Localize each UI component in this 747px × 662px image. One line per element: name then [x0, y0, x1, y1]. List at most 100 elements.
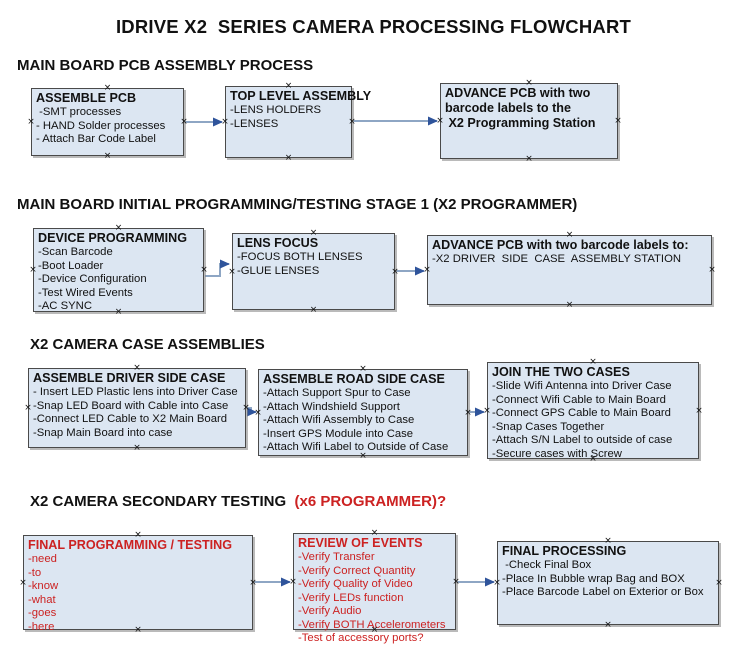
- flow-box-title: ADVANCE PCB with two barcode labels to t…: [445, 86, 596, 131]
- flow-box-items: -SMT processes- HAND Solder processes- A…: [36, 106, 180, 147]
- flow-box-item: -Slide Wifi Antenna into Driver Case: [492, 380, 672, 393]
- connector-anchor-icon: ×: [284, 81, 293, 91]
- connector-anchor-icon: ×: [436, 116, 444, 126]
- flow-box-item: -Verify Audio: [298, 605, 362, 618]
- flow-box-item: -to: [28, 566, 42, 579]
- connector-anchor-icon: ×: [200, 265, 208, 275]
- connector-anchor-icon: ×: [423, 265, 431, 275]
- flow-box-title: FINAL PROCESSING: [502, 544, 627, 558]
- connector-anchor-icon: ×: [242, 403, 250, 413]
- flow-box-item: -Connect Wifi Cable to Main Board: [492, 393, 666, 406]
- connector-anchor-icon: ×: [708, 265, 716, 275]
- flow-box-item: -Snap LED Board with Cable into Case: [33, 399, 229, 412]
- flow-box-item: -FOCUS BOTH LENSES: [237, 251, 363, 264]
- connector-anchor-icon: ×: [103, 151, 112, 161]
- connector-anchor-icon: ×: [483, 405, 491, 416]
- flow-box-item: -Connect GPS Cable to Main Board: [492, 407, 671, 420]
- flow-box-item: -Attach Windshield Support: [263, 400, 400, 413]
- connector-anchor-icon: ×: [614, 116, 622, 126]
- flow-box-items: -Slide Wifi Antenna into Driver Case-Con…: [492, 380, 695, 461]
- flow-box-item: -Attach Wifi Label to Outside of Case: [263, 441, 449, 454]
- connector-anchor-icon: ×: [114, 223, 123, 233]
- flow-box-item: -Insert GPS Module into Case: [263, 427, 414, 440]
- flow-box-final-programming-testing: FINAL PROGRAMMING / TESTING -need-to-kno…: [19, 531, 257, 635]
- flow-box-items: - Insert LED Plastic lens into Driver Ca…: [33, 386, 242, 440]
- flow-box-title: FINAL PROGRAMMING / TESTING: [28, 538, 233, 552]
- connector-anchor-icon: ×: [604, 620, 612, 630]
- flow-box-item: - Insert LED Plastic lens into Driver Ca…: [33, 386, 238, 399]
- flow-box-item: -Verify Transfer: [298, 551, 375, 564]
- section-heading-red-part: (x6 PROGRAMMER)?: [286, 493, 447, 510]
- connector-anchor-icon: ×: [695, 405, 703, 416]
- flow-box-items: -need-to-know-what-goes-here: [28, 553, 249, 634]
- connector-anchor-icon: ×: [464, 407, 472, 418]
- flow-box-item: -Test Wired Events: [38, 286, 133, 299]
- flow-box-items: -X2 DRIVER SIDE CASE ASSEMBLY STATION: [432, 253, 708, 267]
- connector-anchor-icon: ×: [228, 266, 236, 277]
- connector-anchor-icon: ×: [221, 117, 229, 127]
- connector-anchor-icon: ×: [452, 576, 460, 587]
- connector-anchor-icon: ×: [589, 454, 597, 464]
- flow-box-item: -here: [28, 620, 55, 633]
- flow-box-item: -Device Configuration: [38, 273, 147, 286]
- flow-box-items: -Attach Support Spur to Case-Attach Wind…: [263, 387, 464, 455]
- flow-box-items: -LENS HOLDERS-LENSES: [230, 104, 348, 131]
- section-heading-secondary-testing: X2 CAMERA SECONDARY TESTING (x6 PROGRAMM…: [30, 493, 446, 510]
- flow-box-item: -Attach Support Spur to Case: [263, 387, 411, 400]
- flow-box-item: -Connect LED Cable to X2 Main Board: [33, 413, 228, 426]
- flow-box-item: -LENSES: [230, 117, 279, 130]
- flow-box-item: -Place Barcode Label on Exterior or Box: [502, 586, 704, 599]
- connector-anchor-icon: ×: [284, 153, 293, 163]
- flow-box-item: -SMT processes: [36, 106, 122, 119]
- flow-box-item: -LENS HOLDERS: [230, 104, 322, 117]
- flow-box-item: -Secure cases with Screw: [492, 447, 622, 460]
- flow-box-assemble-pcb: ASSEMBLE PCB -SMT processes- HAND Solder…: [27, 84, 188, 161]
- flow-box-item: -GLUE LENSES: [237, 264, 320, 277]
- flow-box-title: DEVICE PROGRAMMING: [38, 231, 188, 245]
- flow-box-item: -X2 DRIVER SIDE CASE ASSEMBLY STATION: [432, 253, 682, 266]
- connector-anchor-icon: ×: [525, 154, 533, 164]
- flow-box-device-programming: DEVICE PROGRAMMING -Scan Barcode-Boot Lo…: [29, 224, 208, 317]
- flow-box-title: JOIN THE TWO CASES: [492, 365, 630, 379]
- connector-anchor-icon: ×: [604, 536, 612, 546]
- flow-box-join-the-two-cases: JOIN THE TWO CASES -Slide Wifi Antenna i…: [483, 358, 703, 464]
- connector-anchor-icon: ×: [180, 117, 188, 127]
- flow-box-item: -Test of accessory ports?: [298, 632, 424, 645]
- connector-anchor-icon: ×: [370, 528, 379, 538]
- connector-anchor-icon: ×: [114, 307, 123, 317]
- flow-box-title: ASSEMBLE PCB: [36, 91, 137, 105]
- flow-box-item: -what: [28, 593, 56, 606]
- flow-box-item: -Verify Correct Quantity: [298, 564, 416, 577]
- connector-anchor-icon: ×: [715, 578, 723, 588]
- connector-anchor-icon: ×: [103, 83, 112, 93]
- flow-box-assemble-driver-side-case: ASSEMBLE DRIVER SIDE CASE - Insert LED P…: [24, 364, 250, 453]
- connector-anchor-icon: ×: [309, 228, 318, 238]
- section-heading-initial-programming: MAIN BOARD INITIAL PROGRAMMING/TESTING S…: [17, 196, 578, 213]
- flow-box-items: -FOCUS BOTH LENSES-GLUE LENSES: [237, 251, 391, 278]
- flow-box-top-level-assembly: TOP LEVEL ASSEMBLY -LENS HOLDERS-LENSES …: [221, 82, 371, 163]
- flow-box-items: -Scan Barcode-Boot Loader-Device Configu…: [38, 246, 200, 314]
- flow-box-item: -Snap Cases Together: [492, 420, 605, 433]
- flow-box-advance-pcb-driver-side-station: ADVANCE PCB with two barcode labels to: …: [423, 231, 716, 310]
- connector-anchor-icon: ×: [359, 451, 367, 461]
- flow-box-item: -Attach S/N Label to outside of case: [492, 434, 673, 447]
- connector-anchor-icon: ×: [134, 530, 142, 540]
- connector-anchor-icon: ×: [359, 364, 367, 374]
- connector-anchor-icon: ×: [565, 230, 574, 240]
- connector-anchor-icon: ×: [24, 403, 32, 413]
- flow-box-item: -Verify Quality of Video: [298, 578, 413, 591]
- connector-anchor-icon: ×: [134, 625, 142, 635]
- flow-box-lens-focus: LENS FOCUS -FOCUS BOTH LENSES-GLUE LENSE…: [228, 229, 399, 315]
- connector-anchor-icon: ×: [565, 300, 574, 310]
- flow-box-review-of-events: REVIEW OF EVENTS -Verify Transfer-Verify…: [289, 529, 460, 645]
- flow-box-assemble-road-side-case: ASSEMBLE ROAD SIDE CASE -Attach Support …: [254, 365, 472, 461]
- flow-box-item: -Check Final Box: [502, 559, 592, 572]
- flow-box-item: -Attach Wifi Assembly to Case: [263, 414, 415, 427]
- connector-anchor-icon: ×: [27, 117, 35, 127]
- flow-box-item: -Scan Barcode: [38, 246, 113, 259]
- flow-box-title: REVIEW OF EVENTS: [298, 536, 423, 550]
- connector-anchor-icon: ×: [589, 357, 597, 367]
- connector-anchor-icon: ×: [254, 407, 262, 418]
- connector-anchor-icon: ×: [525, 78, 533, 88]
